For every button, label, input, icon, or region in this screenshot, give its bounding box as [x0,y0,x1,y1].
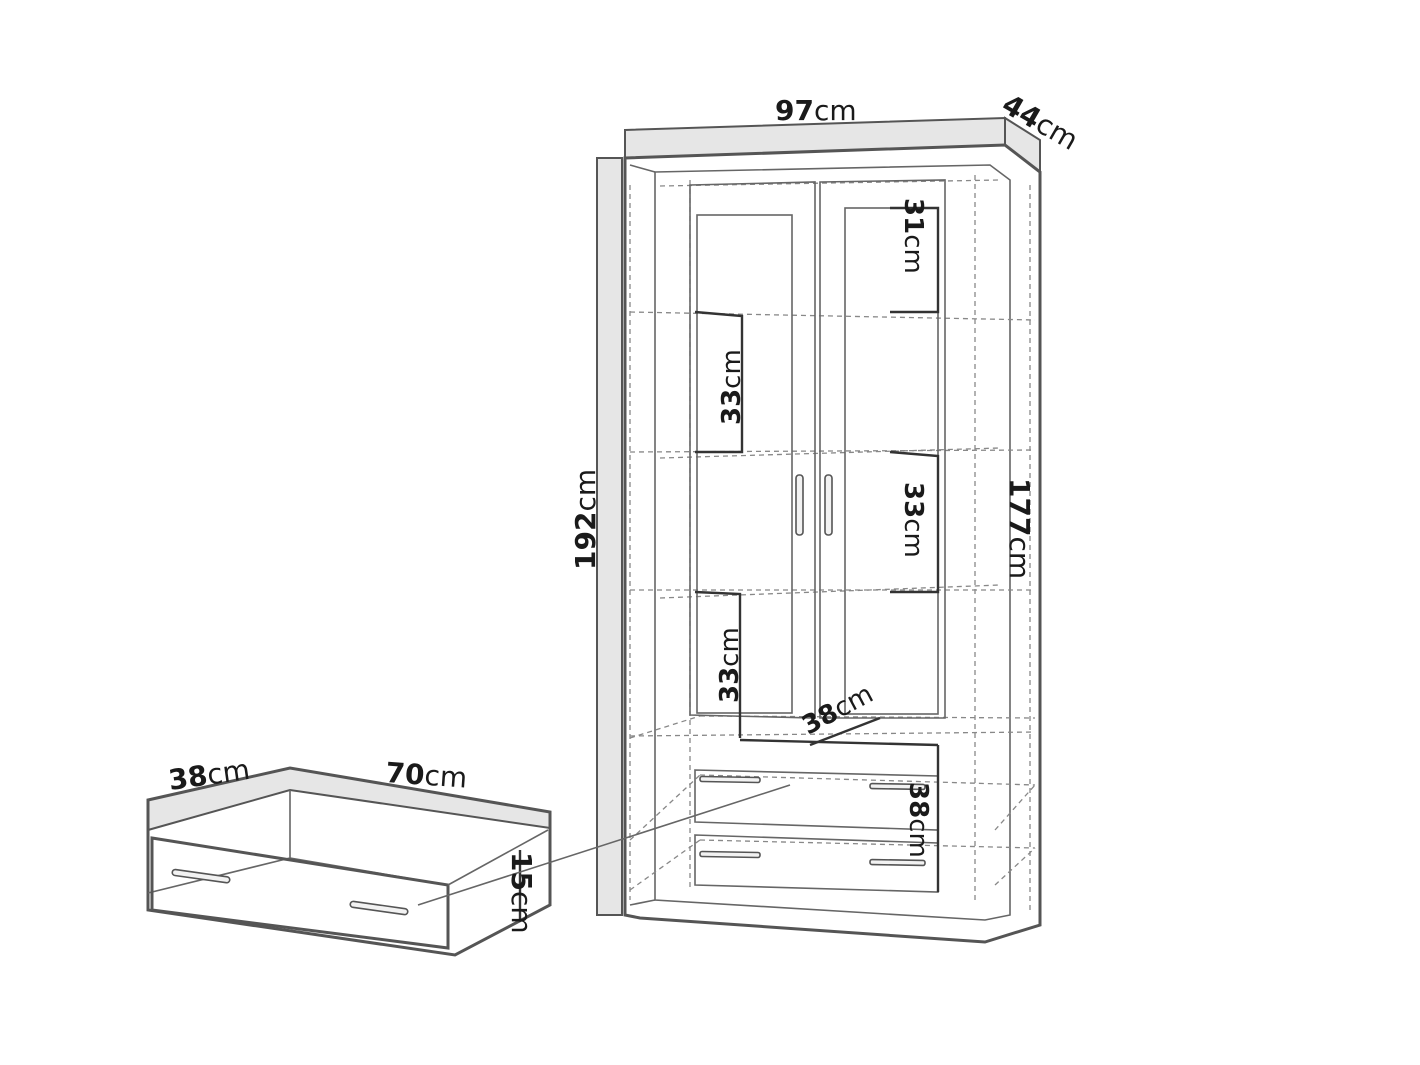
cabinet-side-panel [596,157,623,916]
drawer-top-edge [739,738,939,747]
label-shelf-left-lower: 33cm [715,627,745,703]
label-drawer-height: 15cm [505,852,538,934]
cabinet-carcass [623,143,1042,944]
cabinet-frame-corners [629,164,656,906]
drawer-handle [699,850,761,859]
label-drawer-front-height: 38cm [903,782,933,858]
label-drawer-depth: 38cm [166,753,251,797]
drawer-leader-line [417,784,791,906]
label-shelf-top: 31cm [898,198,928,274]
right-door-handle [824,474,833,536]
label-height-inner: 177cm [1003,478,1036,579]
label-drawer-width: 70cm [385,756,469,795]
drawer-detail-handle [171,868,231,884]
left-door-glass [696,214,793,714]
shelf-left-lower-bracket [694,590,742,738]
label-height-total: 192cm [569,469,602,570]
drawer-handle [869,858,926,867]
drawer-dash [629,774,701,841]
label-shelf-right-middle: 33cm [898,482,928,558]
shelf-dash [629,715,701,739]
shelf-right-middle-bracket [889,450,940,594]
right-door [819,179,946,719]
drawer-front-panel [150,836,450,950]
shelf-dash [659,447,1001,459]
drawer-detail-handle [349,900,409,916]
left-door-handle [795,474,804,536]
shelf-dash [659,584,1001,599]
label-inner-depth: 38cm [797,679,878,741]
drawer-detail [146,766,791,957]
drawer-front-top-edge [447,829,549,886]
drawer-dash [994,784,1036,831]
shelf-top-bracket [890,206,940,314]
drawer-dash [994,847,1036,886]
label-shelf-left-upper: 33cm [717,349,747,425]
drawer-handle [699,775,761,784]
right-door-glass [844,207,939,715]
drawer-box [146,766,552,957]
shelf-dash [629,731,1036,737]
drawer-handle [869,782,926,791]
label-width: 97cm [775,94,857,127]
cabinet-inner-frame [654,164,1011,921]
drawer-dash [699,839,1036,849]
shelf-left-upper-bracket [694,310,744,454]
left-door [689,181,816,719]
cabinet [596,116,1042,944]
inner-depth-line [809,716,881,747]
